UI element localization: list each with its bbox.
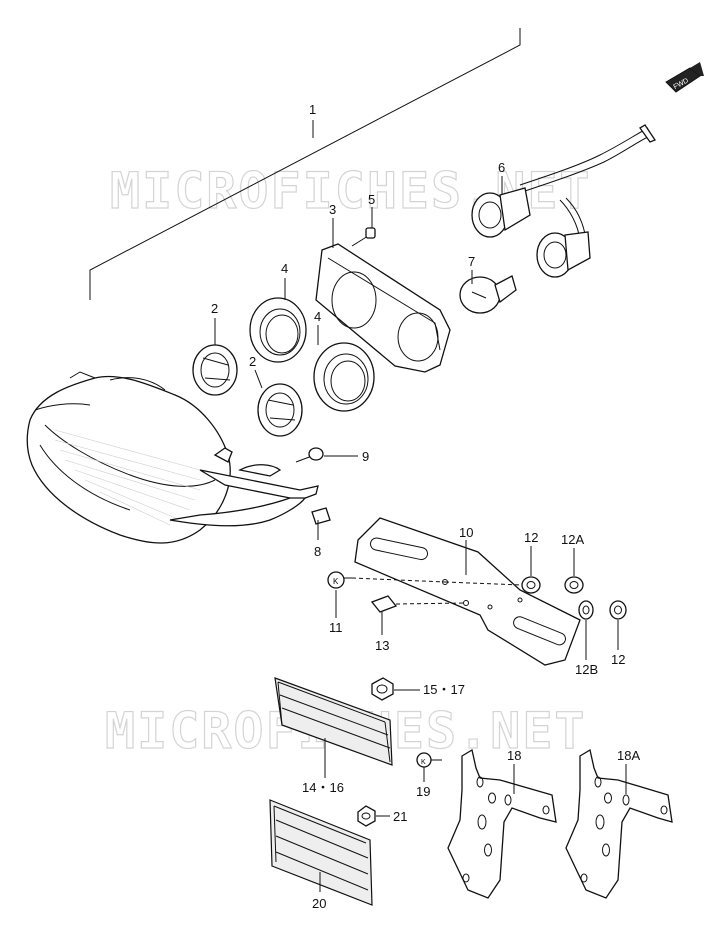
socket-ring-2a — [192, 344, 238, 396]
callout-6: 6 — [498, 160, 505, 175]
callout-5: 5 — [368, 192, 375, 207]
bolt-k-mark: K — [333, 577, 339, 586]
bolt-11: K — [327, 571, 446, 589]
callout-12A: 12A — [561, 532, 584, 547]
tail-lamp-housing — [26, 371, 319, 544]
retaining-ring-4b — [313, 342, 375, 412]
retaining-ring-4a — [249, 297, 307, 363]
callout-21: 21 — [393, 809, 407, 824]
callout-14-16: 14・16 — [302, 780, 344, 795]
callout-1: 1 — [309, 102, 316, 117]
nut-13 — [370, 595, 467, 613]
callout-13: 13 — [375, 638, 389, 653]
callout-4a: 4 — [281, 261, 288, 276]
callout-18A: 18A — [617, 748, 640, 763]
callout-15-17: 15・17 — [423, 682, 465, 697]
fwd-arrow-icon: FWD — [665, 62, 704, 93]
callout-10: 10 — [459, 525, 473, 540]
nut-21 — [357, 805, 376, 827]
reflector-14-16 — [274, 677, 393, 766]
clip-8 — [311, 507, 331, 525]
callout-12-top: 12 — [524, 530, 538, 545]
bulb-7 — [459, 275, 517, 314]
license-plate-bracket — [354, 517, 581, 666]
bracket-18 — [447, 748, 557, 899]
screw-9 — [295, 447, 324, 463]
reflector-20 — [269, 799, 373, 906]
callout-8: 8 — [314, 544, 321, 559]
callout-18: 18 — [507, 748, 521, 763]
lamp-gasket-plate — [315, 243, 451, 373]
assembly-bracket — [89, 28, 521, 300]
callout-2a: 2 — [211, 301, 218, 316]
washer-12B — [578, 600, 594, 620]
screw-5 — [351, 227, 376, 247]
callout-19: 19 — [416, 784, 430, 799]
callout-9: 9 — [362, 449, 369, 464]
leader-lines — [214, 176, 627, 892]
socket-ring-2b — [257, 383, 303, 437]
nut-12-top — [444, 576, 541, 594]
bolt-k-mark-19: K — [421, 759, 426, 766]
nut-12-bottom — [609, 600, 627, 620]
callout-2b: 2 — [249, 354, 256, 369]
callout-12-bottom: 12 — [611, 652, 625, 667]
callout-12B: 12B — [575, 662, 598, 677]
callout-4b: 4 — [314, 309, 321, 324]
bulb-socket-harness — [471, 124, 656, 278]
callout-7: 7 — [468, 254, 475, 269]
bracket-18A — [565, 748, 673, 899]
nut-12A — [564, 576, 584, 594]
callout-11: 11 — [329, 620, 343, 635]
callouts: 1 2 2 3 4 4 5 6 7 8 9 10 11 12 12A 12 12… — [211, 102, 640, 911]
callout-3: 3 — [329, 202, 336, 217]
nut-15-17 — [371, 677, 394, 701]
callout-20: 20 — [312, 896, 326, 911]
